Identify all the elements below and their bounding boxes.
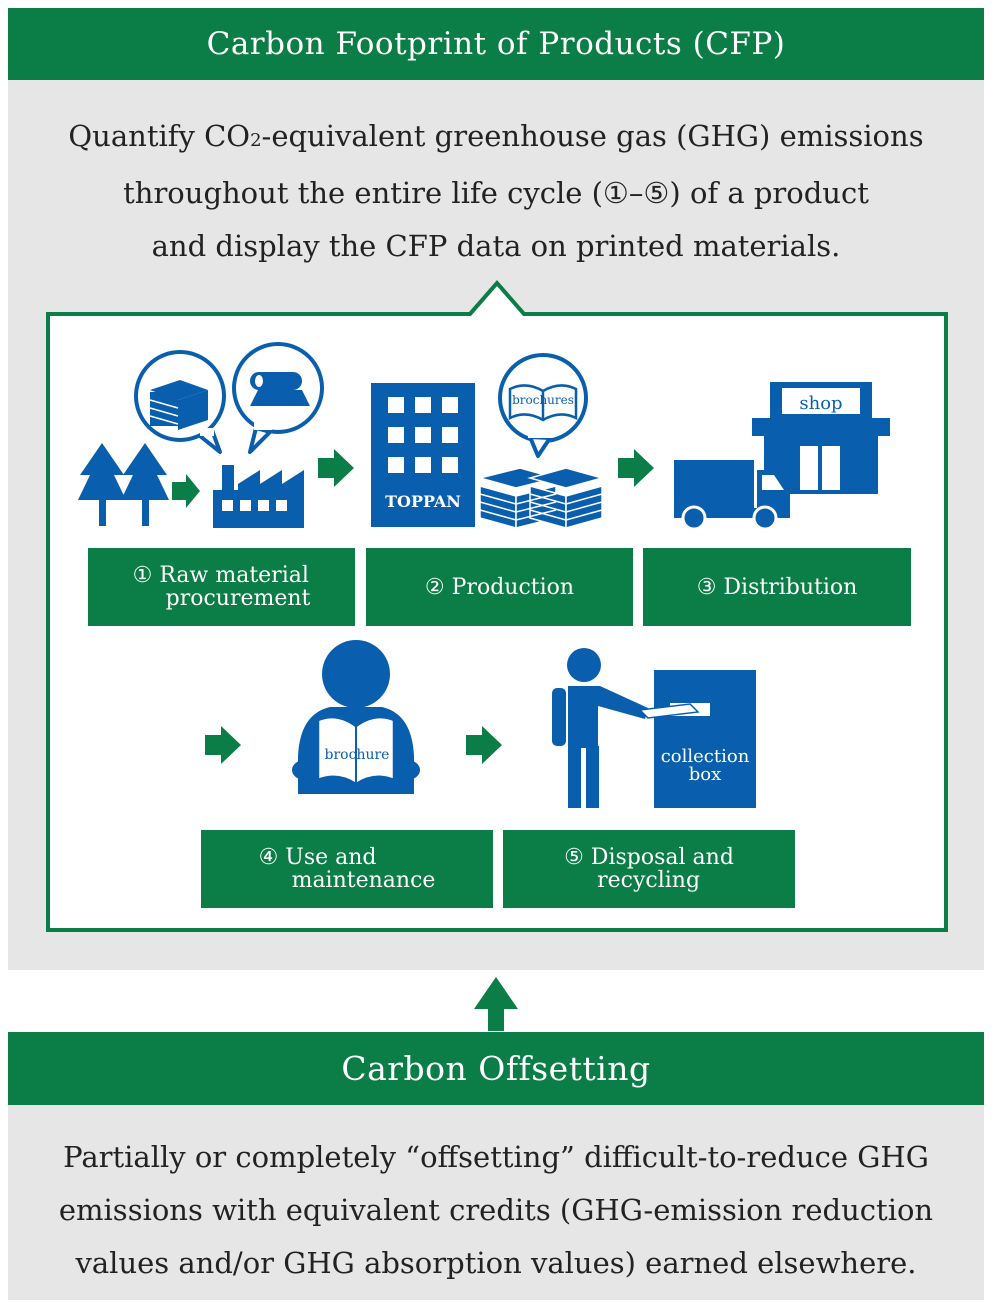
offset-desc-line3: values and/or GHG absorption values) ear…: [75, 1246, 917, 1280]
step-distribution: ③ Distribution: [643, 548, 911, 626]
cfp-desc-line3: and display the CFP data on printed mate…: [151, 229, 841, 263]
offset-title: Carbon Offsetting: [341, 1049, 651, 1088]
offset-description: Partially or completely “offsetting” dif…: [0, 1131, 992, 1290]
cfp-desc-line1: Quantify CO2-equivalent greenhouse gas (…: [68, 119, 924, 153]
offset-desc-line2: emissions with equivalent credits (GHG-e…: [58, 1193, 934, 1227]
cfp-description: Quantify CO2-equivalent greenhouse gas (…: [0, 110, 992, 273]
up-arrow-icon: [474, 977, 518, 1031]
cfp-header: Carbon Footprint of Products (CFP): [8, 8, 984, 80]
step-production: ② Production: [366, 548, 633, 626]
offset-desc-line1: Partially or completely “offsetting” dif…: [63, 1140, 929, 1174]
cfp-title: Carbon Footprint of Products (CFP): [206, 26, 786, 62]
offset-header: Carbon Offsetting: [8, 1032, 984, 1105]
offset-panel: [8, 1105, 984, 1300]
cfp-desc-line2: throughout the entire life cycle (①–⑤) o…: [123, 176, 869, 210]
